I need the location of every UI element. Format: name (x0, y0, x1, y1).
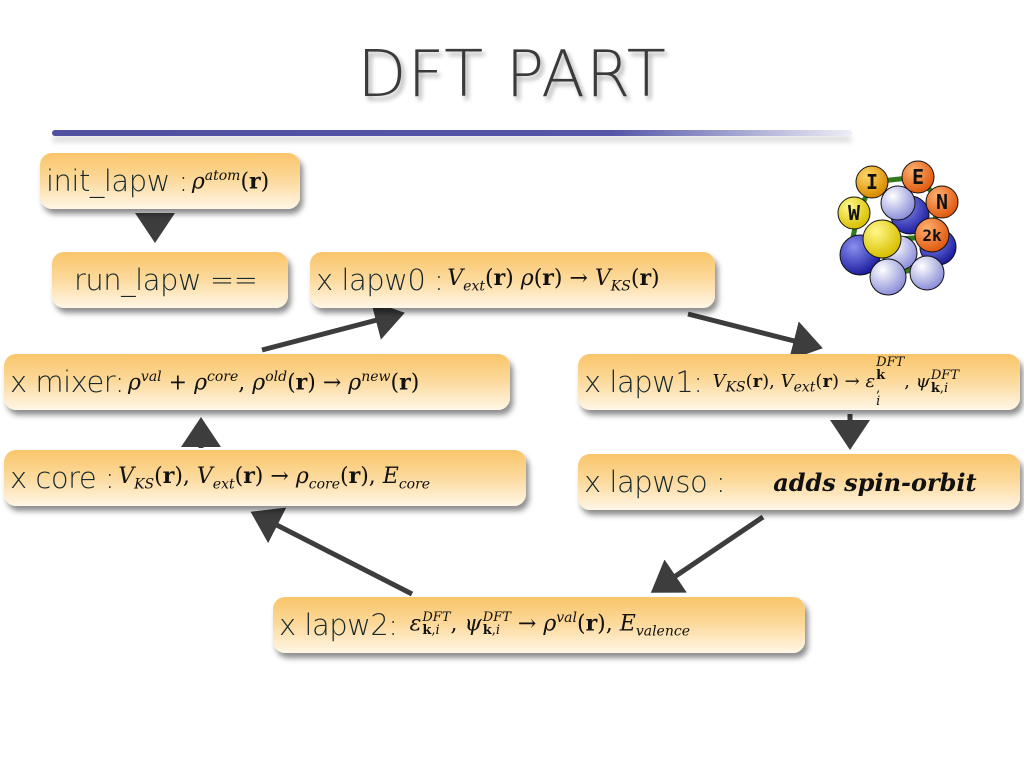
arrow-lapwso-to-lapw2 (650, 514, 765, 593)
logo-letter-n: N (936, 190, 948, 214)
slide-title: DFT PART (357, 38, 667, 112)
node-math-core: VKS(r), Vext(r) → ρcore(r), Ecore (118, 463, 431, 493)
node-label: x lapw1: (584, 365, 703, 399)
node-label: init_lapw : (46, 164, 188, 198)
node-label: x lapw2: (279, 608, 398, 642)
node-math-lapw0: Vext(r) ρ(r) → VKS(r) (447, 265, 660, 295)
node-math-mixer: ρval + ρcore, ρold(r) → ρnew(r) (127, 368, 420, 396)
arrow-lapw2-to-core (250, 507, 414, 597)
node-math-rho-atom: ρatom(r) (191, 167, 270, 195)
node-label: x lapwso : (584, 465, 726, 499)
logo-letter-e: E (912, 165, 924, 189)
node-core: x core : VKS(r), Vext(r) → ρcore(r), Eco… (4, 450, 526, 506)
node-text-lapwso: adds spin-orbit (773, 467, 977, 497)
node-run-lapw: run_lapw == (52, 252, 288, 308)
node-label: x mixer: (10, 365, 124, 399)
node-lapw0: x lapw0 : Vext(r) ρ(r) → VKS(r) (310, 252, 715, 308)
logo-letter-i: I (866, 170, 878, 194)
wien2k-logo: W I E N 2k (837, 160, 959, 296)
title-underline (52, 130, 852, 136)
arrow-lapw0-to-lapw1 (687, 311, 823, 361)
node-label: run_lapw == (74, 263, 258, 297)
node-lapwso: x lapwso : adds spin-orbit (578, 454, 1020, 510)
node-mixer: x mixer: ρval + ρcore, ρold(r) → ρnew(r) (4, 354, 510, 410)
node-label: x core : (10, 461, 115, 495)
node-label: x lapw0 : (316, 263, 444, 297)
arrow-mixer-to-lapw0 (261, 300, 405, 353)
logo-letter-2k: 2k (922, 226, 942, 245)
logo-letter-w: W (848, 201, 861, 225)
node-init-lapw: init_lapw : ρatom(r) (40, 153, 300, 209)
